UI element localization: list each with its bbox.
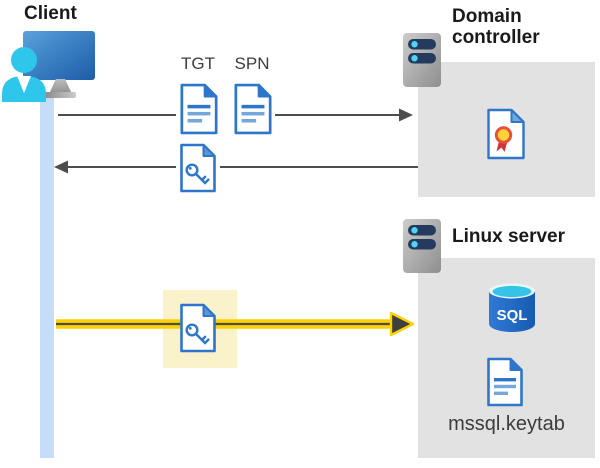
keytab-key-file-icon (180, 303, 216, 353)
client-lifeline (40, 94, 54, 458)
linux-server-label: Linux server (452, 226, 565, 247)
tgt-label: TGT (181, 54, 215, 73)
domain-controller-server-icon (403, 33, 441, 87)
linux-server-icon (403, 219, 441, 273)
key-file-icon (180, 143, 216, 193)
certificate-icon (487, 108, 525, 160)
keytab-filename-label: mssql.keytab (448, 413, 565, 435)
client-label: Client (24, 3, 77, 24)
ticket-response-arrow (54, 160, 418, 174)
monitor-stand (49, 79, 72, 94)
keytab-document-icon (487, 357, 523, 407)
sql-database-icon: SQL (489, 283, 535, 332)
domain-controller-label: Domain controller (452, 6, 540, 48)
user-icon (2, 47, 46, 102)
spn-document-icon (234, 83, 272, 135)
spn-label: SPN (234, 54, 270, 73)
client-workstation-icon (0, 28, 110, 106)
tgt-document-icon (180, 83, 218, 135)
sql-label: SQL (497, 307, 528, 324)
monitor-stand-base (45, 92, 76, 98)
